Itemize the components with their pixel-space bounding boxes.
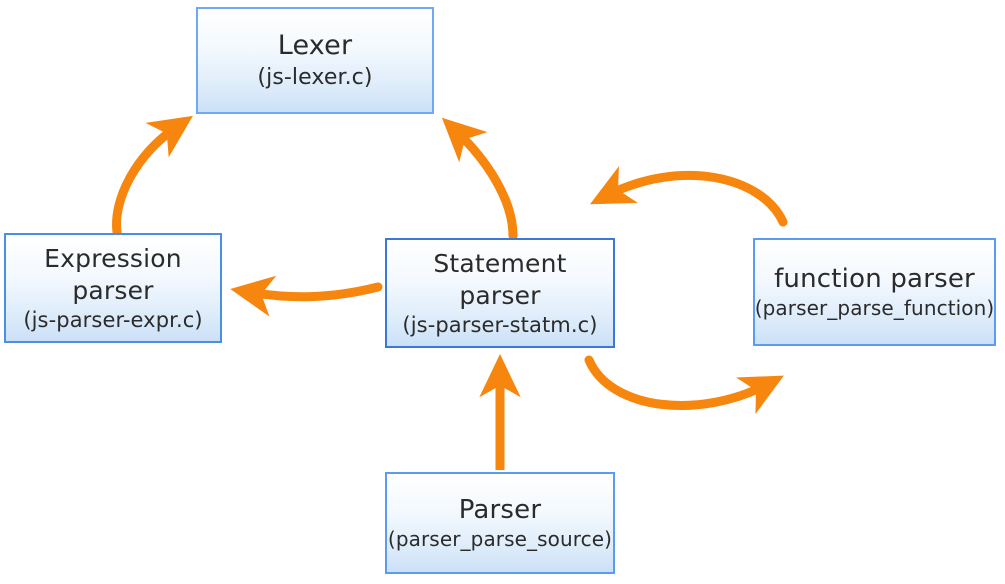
- node-lexer[interactable]: Lexer (js-lexer.c): [196, 7, 434, 114]
- arrow-statement-parser-to-lexer: [441, 117, 518, 241]
- node-parser-subtitle: (parser_parse_source): [387, 526, 613, 551]
- node-statement-parser[interactable]: Statement parser (js-parser-statm.c): [385, 238, 615, 348]
- node-function-parser[interactable]: function parser (parser_parse_function): [753, 238, 996, 346]
- node-statement-parser-title-line2: parser: [459, 280, 541, 310]
- arrow-expression-parser-to-lexer: [112, 115, 193, 237]
- node-expression-parser[interactable]: Expression parser (js-parser-expr.c): [4, 233, 222, 343]
- node-statement-parser-title-line1: Statement: [433, 248, 567, 278]
- node-expression-parser-title-line1: Expression: [44, 243, 182, 273]
- arrow-statement-parser-to-expression-parser: [230, 275, 383, 317]
- node-function-parser-subtitle: (parser_parse_function): [754, 295, 995, 320]
- node-expression-parser-title-line2: parser: [72, 275, 154, 305]
- arrow-function-parser-to-statement-parser: [589, 166, 788, 227]
- node-statement-parser-subtitle: (js-parser-statm.c): [402, 312, 598, 337]
- node-lexer-title: Lexer: [277, 30, 353, 62]
- node-parser[interactable]: Parser (parser_parse_source): [385, 472, 615, 574]
- node-function-parser-title: function parser: [774, 263, 975, 294]
- node-expression-parser-subtitle: (js-parser-expr.c): [23, 307, 203, 332]
- node-parser-title: Parser: [458, 494, 542, 525]
- node-lexer-subtitle: (js-lexer.c): [257, 64, 373, 90]
- arrow-statement-parser-to-function-parser: [584, 355, 784, 415]
